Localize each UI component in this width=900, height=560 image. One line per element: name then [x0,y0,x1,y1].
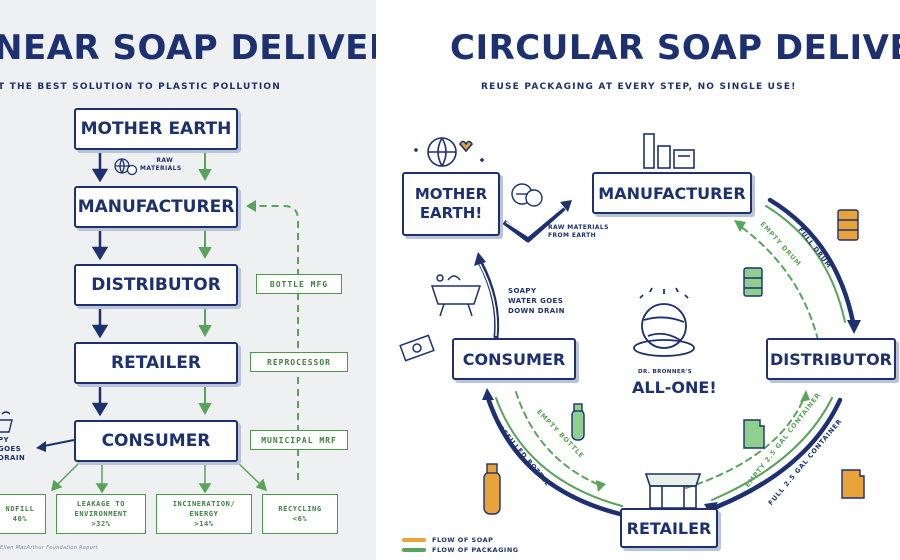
legend-soap-swatch [402,538,426,542]
outcome-leakage-value: >32% [91,520,111,528]
outcome-recycling: RECYCLING <6% [262,494,338,534]
circular-raw-materials-line-1: RAW MATERIALS [548,224,609,231]
side-box-reprocessor: REPROCESSOR [250,352,348,372]
circular-node-mother-earth: MOTHER EARTH! [402,172,500,236]
linear-footnote: Ellen MacArthur Foundation Report [0,545,98,551]
circular-node-consumer: CONSUMER [452,338,576,380]
outcome-leakage-label: LEAKAGE TO ENVIRONMENT [74,500,128,518]
linear-drain-note-line-1: PY [0,436,9,444]
legend-soap: FLOW OF SOAP [402,536,493,544]
legend-packaging-swatch [402,548,426,552]
linear-node-consumer: CONSUMER [74,420,238,462]
circular-soapy-water-line-1: SOAPY [508,287,537,295]
circular-subtitle: REUSE PACKAGING AT EVERY STEP, NO SINGLE… [481,82,797,92]
circular-node-distributor: DISTRIBUTOR [766,338,896,380]
linear-drain-note: PY GOES DRAIN [0,436,25,463]
circular-panel: CIRCULAR SOAP DELIVERY REUSE PACKAGING A… [388,0,900,560]
outcome-recycling-label: RECYCLING [278,505,322,513]
brand-small: DR. BRONNER'S [638,369,693,375]
linear-subtitle: T THE BEST SOLUTION TO PLASTIC POLLUTION [0,82,281,92]
linear-node-mother-earth: MOTHER EARTH [74,108,238,150]
outcome-landfill-value: 40% [12,515,28,523]
side-box-bottle-mfg: BOTTLE MFG [256,274,342,294]
linear-raw-materials-line-1: RAW [156,157,174,164]
outcome-landfill-label: NDFILL [5,505,35,513]
linear-raw-materials: RAW MATERIALS [140,157,182,173]
circular-soapy-water-line-3: DOWN DRAIN [508,307,565,315]
outcome-incineration-label: INCINERATION/ ENERGY [172,500,236,518]
linear-arrows [0,152,299,494]
linear-node-distributor: DISTRIBUTOR [74,264,238,306]
side-box-municipal-mrf: MUNICIPAL MRF [250,430,348,450]
outcome-landfill: NDFILL 40% [0,494,46,534]
linear-node-manufacturer: MANUFACTURER [74,186,238,228]
outcome-incineration: INCINERATION/ ENERGY >14% [156,494,252,534]
circular-soapy-water: SOAPY WATER GOES DOWN DRAIN [508,286,565,316]
circular-soapy-water-line-2: WATER GOES [508,297,564,305]
outcome-recycling-value: <6% [292,515,308,523]
brand-all-one: ALL-ONE! [632,378,717,397]
circular-title: CIRCULAR SOAP DELIVERY [450,28,900,68]
linear-node-retailer: RETAILER [74,342,238,384]
circular-node-mother-earth-line-2: EARTH! [419,204,483,222]
linear-title: NEAR SOAP DELIVERY [0,28,376,68]
circular-node-manufacturer: MANUFACTURER [592,172,752,214]
circular-raw-materials-line-2: FROM EARTH [548,232,597,239]
outcome-incineration-value: >14% [194,520,214,528]
legend-soap-label: FLOW OF SOAP [432,536,494,544]
linear-raw-materials-line-2: MATERIALS [140,165,182,172]
linear-panel: NEAR SOAP DELIVERY T THE BEST SOLUTION T… [0,0,376,560]
outcome-leakage: LEAKAGE TO ENVIRONMENT >32% [56,494,146,534]
linear-drain-note-line-2: GOES [0,445,22,453]
circular-graphics [399,133,865,517]
circular-node-mother-earth-line-1: MOTHER [414,185,488,203]
legend-packaging-label: FLOW OF PACKAGING [432,546,519,554]
circular-raw-materials: RAW MATERIALS FROM EARTH [548,224,609,240]
linear-drain-note-line-3: DRAIN [0,454,26,462]
legend-packaging: FLOW OF PACKAGING [402,546,519,554]
circular-node-retailer: RETAILER [620,508,718,548]
